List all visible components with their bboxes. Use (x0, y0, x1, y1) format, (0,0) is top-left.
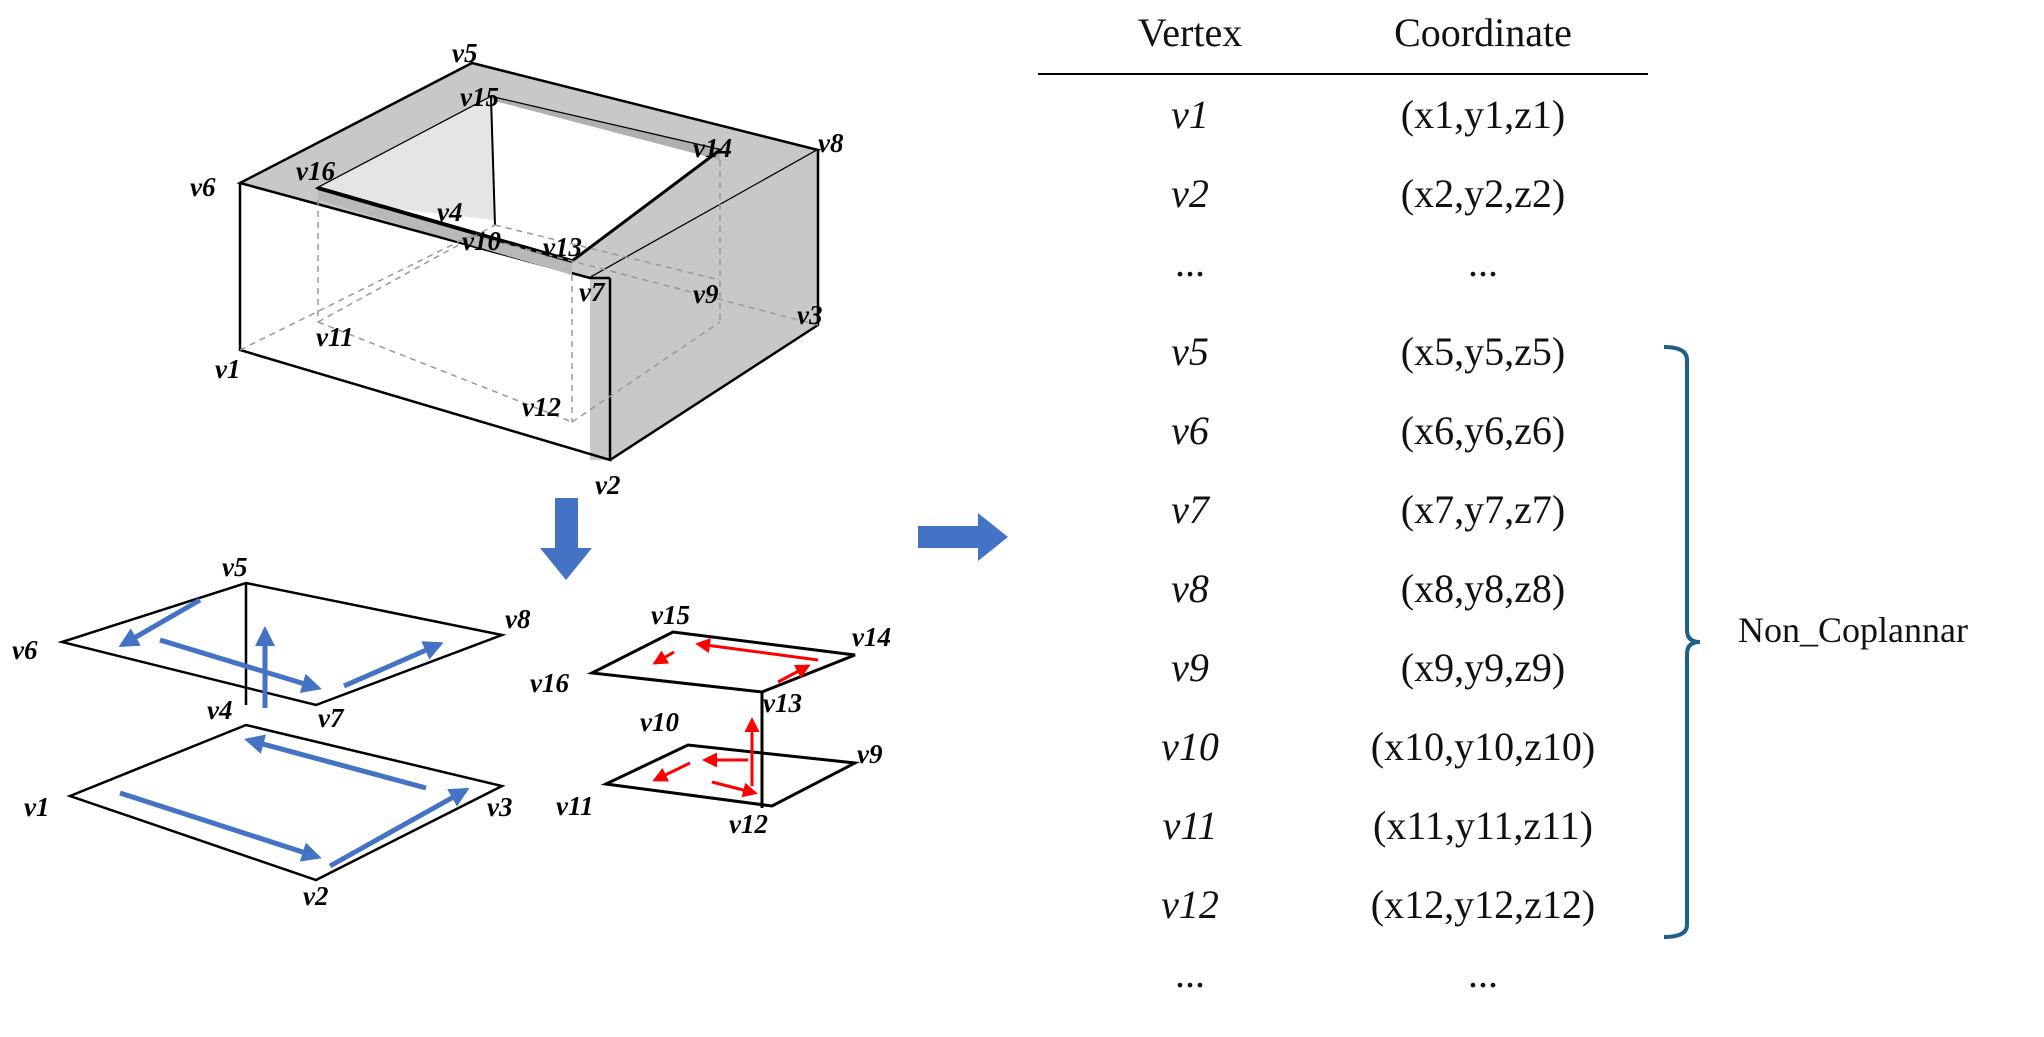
table-cell-coordinate: (x8,y8,z8) (1401, 566, 1565, 611)
table-cell-coordinate: (x1,y1,z1) (1401, 92, 1565, 137)
red-arrow (777, 664, 811, 684)
ring-label-v8: v8 (505, 604, 531, 634)
ring-label-v14: v14 (852, 622, 891, 652)
blue-arrow (118, 597, 202, 648)
down-arrow (540, 498, 592, 580)
ring-label-v13: v13 (763, 688, 802, 718)
ring-label-v3: v3 (487, 792, 512, 822)
ring-label-v16: v16 (530, 668, 569, 698)
red-arrow (695, 638, 819, 662)
box-vertex-labels: v5 v15 v8 v14 v16 v6 v4 v10 v13 v7 v9 v3… (190, 38, 844, 500)
ring-label-v11: v11 (556, 791, 594, 821)
box-label-v2: v2 (595, 470, 620, 500)
box-inner-front-wall (318, 188, 572, 275)
table-cell-coordinate: (x10,y10,z10) (1371, 724, 1595, 769)
box-label-v11: v11 (316, 322, 354, 352)
non-coplanar-bracket (1663, 345, 1701, 939)
ring-label-v10: v10 (640, 707, 679, 737)
blue-arrow (119, 790, 322, 862)
inner-ring-bottom: v10 v9 v11 v12 (556, 707, 883, 839)
table-cell-coordinate: (x2,y2,z2) (1401, 171, 1565, 216)
table-header-coordinate: Coordinate (1394, 10, 1572, 55)
table-cell-vertex: v6 (1171, 408, 1209, 453)
table-cell-coordinate: (x7,y7,z7) (1401, 487, 1565, 532)
outer-ring-top: v5 v8 v6 v7 (12, 552, 531, 733)
box-label-v1: v1 (215, 354, 240, 384)
table-cell-vertex: v12 (1161, 882, 1219, 927)
table-cell-vertex: v5 (1171, 329, 1209, 374)
ring-label-v2: v2 (303, 881, 328, 911)
outer-ring-bottom: v4 v1 v3 v2 (24, 695, 512, 911)
box-label-v12: v12 (522, 392, 561, 422)
box-label-v15: v15 (460, 82, 499, 112)
outer-ring-bottom-plane (66, 723, 506, 882)
ring-label-v7: v7 (318, 703, 345, 733)
table-cell-coordinate: (x12,y12,z12) (1371, 882, 1595, 927)
table-cell-vertex: ... (1175, 240, 1205, 285)
blue-arrow (244, 734, 427, 791)
non-coplanar-label: Non_Coplannar (1738, 610, 1968, 650)
table-header-vertex: Vertex (1138, 10, 1242, 55)
box-label-v10: v10 (462, 226, 501, 256)
inner-ring-bottom-plane (600, 743, 861, 808)
table-cell-coordinate: ... (1468, 240, 1498, 285)
table-cell-coordinate: (x11,y11,z11) (1373, 803, 1593, 848)
table-cell-vertex: v11 (1163, 803, 1218, 848)
box-label-v16: v16 (296, 156, 335, 186)
box-label-v5: v5 (452, 38, 477, 68)
box-label-v7: v7 (579, 277, 606, 307)
table-cell-coordinate: (x9,y9,z9) (1401, 645, 1565, 690)
blue-arrow (328, 787, 470, 869)
table-cell-coordinate: ... (1468, 951, 1498, 996)
ring-label-v6: v6 (12, 635, 38, 665)
ring-label-v12: v12 (729, 809, 768, 839)
box-right-face (590, 150, 818, 460)
box-label-v8: v8 (818, 128, 844, 158)
box-label-v14: v14 (693, 133, 732, 163)
table-cell-coordinate: (x6,y6,z6) (1401, 408, 1565, 453)
ring-label-v1: v1 (24, 792, 49, 822)
box-label-v9: v9 (693, 279, 719, 309)
box-hidden-edges (239, 160, 819, 423)
box-3d: v5 v15 v8 v14 v16 v6 v4 v10 v13 v7 v9 v3… (190, 38, 844, 500)
blue-arrow (159, 637, 322, 693)
ring-label-v15: v15 (651, 600, 690, 630)
table-cell-vertex: v1 (1171, 92, 1209, 137)
inner-ring-top-plane (586, 630, 856, 694)
table-cell-vertex: v9 (1171, 645, 1209, 690)
table-cell-vertex: v10 (1161, 724, 1219, 769)
table-cell-vertex: v2 (1171, 171, 1209, 216)
table-cell-vertex: ... (1175, 951, 1205, 996)
box-label-v3: v3 (797, 300, 822, 330)
table-cell-coordinate: (x5,y5,z5) (1401, 329, 1565, 374)
table-rows: v1 (x1,y1,z1) v2 (x2,y2,z2)...... v5 (x5,y5,z… (1161, 92, 1595, 996)
inner-ring-top: v15 v14 v16 v13 (530, 600, 891, 808)
red-arrow (652, 761, 691, 782)
ring-label-v5: v5 (222, 552, 247, 582)
ring-label-v4: v4 (207, 695, 232, 725)
table-cell-vertex: v7 (1171, 487, 1211, 532)
table-cell-vertex: v8 (1171, 566, 1209, 611)
box-inner-back-wall (491, 97, 720, 160)
box-label-v13: v13 (543, 232, 582, 262)
outer-ring-top-plane (57, 581, 507, 707)
vertex-table: Vertex Coordinate v1 (x1,y1,z1) v2 (x2,y2,z… (1038, 10, 1648, 996)
ring-label-v9: v9 (857, 739, 883, 769)
red-arrow (711, 780, 758, 798)
box-label-v6: v6 (190, 172, 216, 202)
box-front-edges (238, 183, 612, 462)
box-inner-left-wall (318, 97, 495, 220)
blue-arrow (342, 641, 444, 689)
red-arrow (652, 650, 675, 665)
right-arrow (918, 513, 1008, 561)
box-label-v4: v4 (437, 197, 462, 227)
